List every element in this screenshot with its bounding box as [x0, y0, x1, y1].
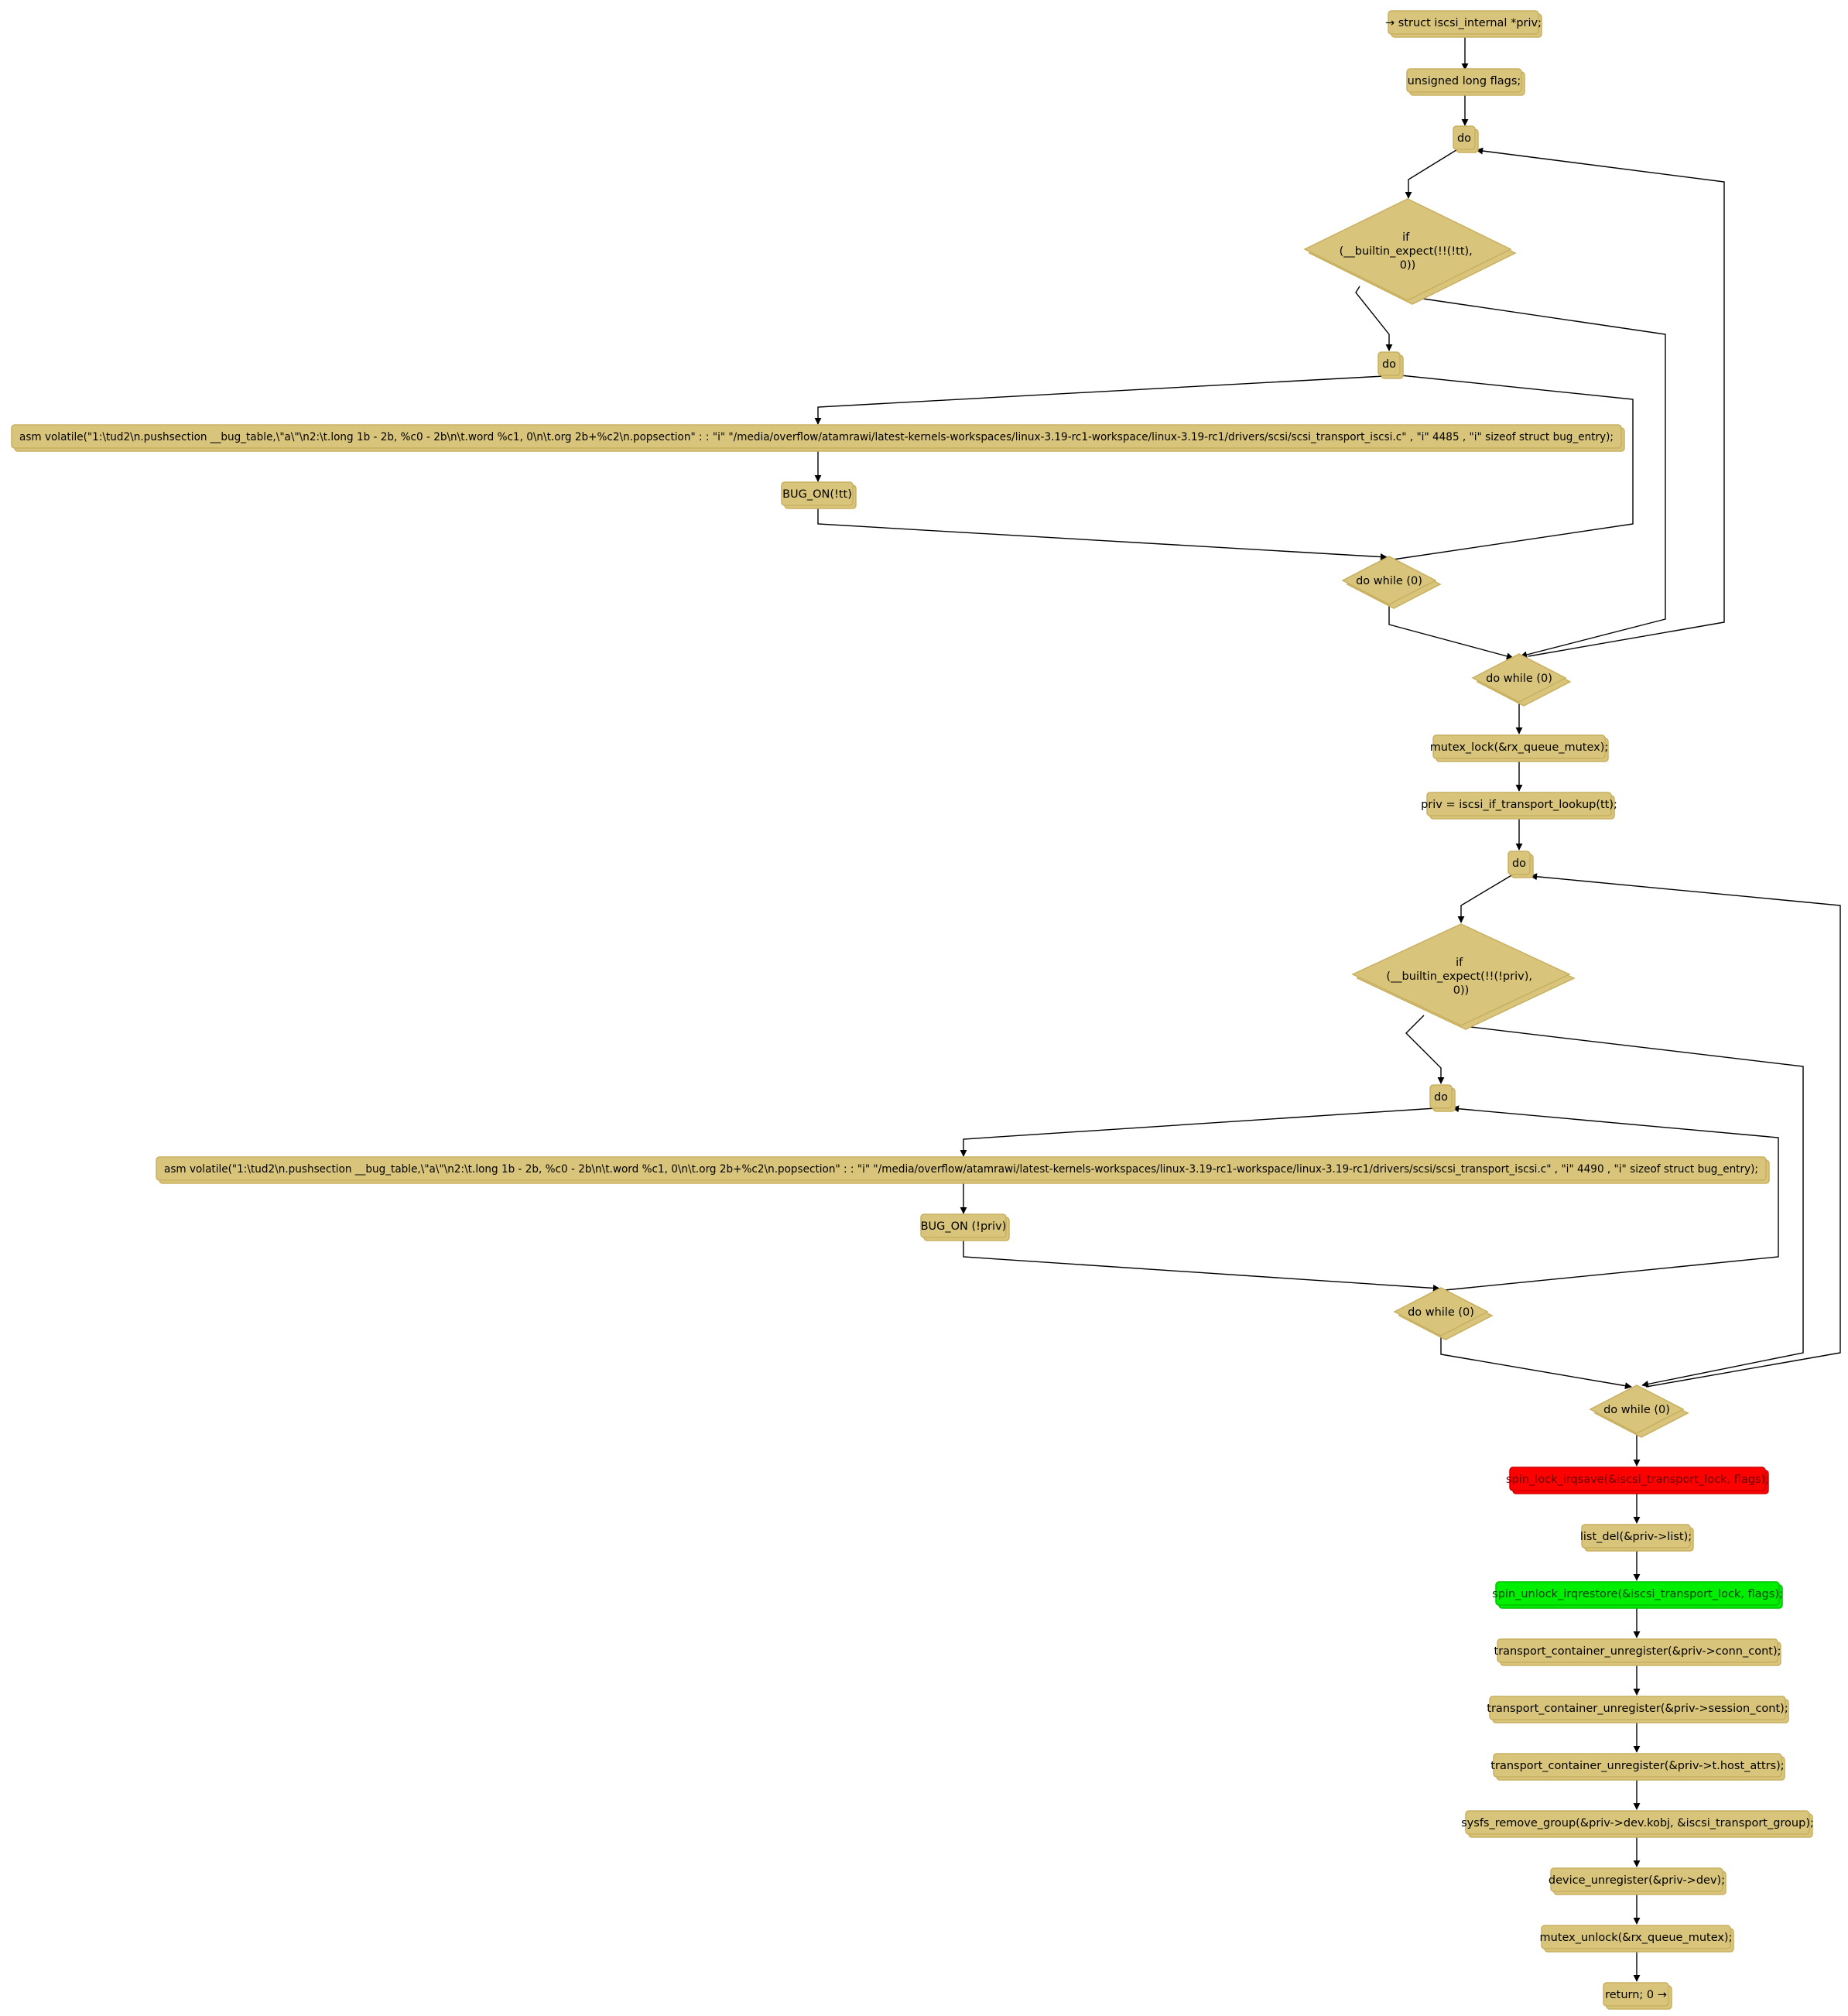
node-label: do while (0) [1408, 1306, 1474, 1319]
edge-n5-n6 [814, 375, 1384, 425]
node-bug-on-priv: BUG_ON (!priv) [920, 1213, 1010, 1241]
node-list-del: list_del(&priv->list); [1580, 1524, 1694, 1552]
edge-n16-n17 [963, 1238, 1440, 1292]
node-label: if (__builtin_expect(!!(!tt), 0)) [1340, 231, 1477, 272]
node-label: if (__builtin_expect(!!(!priv), 0)) [1386, 957, 1535, 997]
node-label: mutex_lock(&rx_queue_mutex); [1430, 741, 1609, 754]
node-unregister-host-attrs: transport_container_unregister(&priv->t.… [1490, 1753, 1785, 1781]
node-mutex-unlock: mutex_unlock(&rx_queue_mutex); [1540, 1925, 1734, 1953]
node-if-builtin-expect-tt: if (__builtin_expect(!!(!tt), 0)) [1303, 198, 1517, 305]
node-label: asm volatile("1:\tud2\n.pushsection __bu… [19, 431, 1614, 443]
node-label: spin_unlock_irqrestore(&iscsi_transport_… [1492, 1588, 1783, 1600]
edge-n9-n3-loop [1476, 147, 1725, 657]
node-label: do [1512, 857, 1526, 870]
edge-n13-n18 [1470, 1026, 1804, 1388]
node-label: mutex_unlock(&rx_queue_mutex); [1540, 1932, 1733, 1944]
node-label: priv = iscsi_if_transport_lookup(tt); [1421, 799, 1617, 811]
edge-n13-n14 [1405, 1015, 1445, 1084]
node-label: BUG_ON (!priv) [921, 1220, 1007, 1233]
node-label: do [1434, 1091, 1448, 1104]
node-unregister-conn-cont: transport_container_unregister(&priv->co… [1494, 1638, 1781, 1666]
node-label: device_unregister(&priv->dev); [1549, 1874, 1725, 1887]
edge-n3-n4 [1405, 148, 1460, 199]
node-label: do while (0) [1356, 575, 1422, 587]
node-sysfs-remove-group: sysfs_remove_group(&priv->dev.kobj, &isc… [1461, 1810, 1814, 1838]
node-device-unregister: device_unregister(&priv->dev); [1549, 1867, 1727, 1895]
edge-n8-n5-loop [1392, 371, 1634, 560]
node-return: return; 0 → [1603, 1982, 1672, 2010]
node-asm-volatile-bug-4485: asm volatile("1:\tud2\n.pushsection __bu… [11, 424, 1625, 452]
node-if-builtin-expect-priv: if (__builtin_expect(!!(!priv), 0)) [1351, 923, 1576, 1030]
node-label: transport_container_unregister(&priv->co… [1494, 1645, 1781, 1658]
node-label: list_del(&priv->list); [1580, 1531, 1692, 1543]
node-do-while-inner-1: do while (0) [1341, 556, 1442, 609]
node-label: unsigned long flags; [1408, 75, 1521, 87]
node-do-while-inner-2: do while (0) [1393, 1287, 1494, 1340]
edge-n8-n9 [1388, 604, 1514, 660]
edge-n4-n5 [1355, 286, 1393, 351]
node-label: BUG_ON(!tt) [782, 488, 852, 501]
edge-n14-n15 [960, 1107, 1436, 1157]
node-label: sysfs_remove_group(&priv->dev.kobj, &isc… [1461, 1817, 1814, 1829]
node-spin-lock-irqsave: spin_lock_irqsave(&iscsi_transport_lock,… [1506, 1467, 1769, 1494]
node-do-outer-1: do [1453, 125, 1479, 153]
node-label: do while (0) [1603, 1404, 1670, 1416]
node-asm-volatile-bug-4490: asm volatile("1:\tud2\n.pushsection __bu… [156, 1156, 1770, 1184]
edge-n7-n8 [817, 505, 1388, 561]
node-priv-lookup: priv = iscsi_if_transport_lookup(tt); [1421, 792, 1617, 820]
node-do-inner-1: do [1377, 351, 1404, 379]
node-mutex-lock: mutex_lock(&rx_queue_mutex); [1430, 734, 1609, 762]
edges [814, 34, 1841, 1982]
nodes: → struct iscsi_internal *priv; unsigned … [11, 10, 1814, 2010]
edge-n17-n14-loop [1444, 1105, 1779, 1291]
node-label: do while (0) [1486, 673, 1552, 685]
node-spin-unlock-irqrestore: spin_unlock_irqrestore(&iscsi_transport_… [1492, 1581, 1783, 1609]
node-do-inner-2: do [1429, 1084, 1456, 1112]
node-label: transport_container_unregister(&priv->se… [1487, 1703, 1788, 1715]
node-label: do [1457, 132, 1471, 145]
node-label: asm volatile("1:\tud2\n.pushsection __bu… [164, 1163, 1758, 1176]
node-do-while-outer-2: do while (0) [1589, 1385, 1689, 1438]
edge-n12-n13 [1457, 874, 1514, 923]
node-unregister-session-cont: transport_container_unregister(&priv->se… [1487, 1696, 1789, 1723]
node-label: transport_container_unregister(&priv->t.… [1490, 1760, 1784, 1772]
edge-n4-n9 [1417, 297, 1666, 659]
node-label: → struct iscsi_internal *priv; [1385, 17, 1542, 29]
edge-n17-n18 [1440, 1335, 1632, 1390]
node-struct-priv-decl: → struct iscsi_internal *priv; [1385, 10, 1542, 38]
node-label: do [1382, 358, 1396, 371]
edge-n18-n12-loop [1530, 873, 1841, 1388]
node-do-while-outer-1: do while (0) [1471, 653, 1572, 707]
node-bug-on-tt: BUG_ON(!tt) [781, 481, 857, 509]
node-label: return; 0 → [1605, 1989, 1667, 2001]
node-flags-decl: unsigned long flags; [1406, 68, 1525, 96]
node-label: spin_lock_irqsave(&iscsi_transport_lock,… [1506, 1473, 1769, 1486]
node-do-outer-2: do [1507, 851, 1534, 878]
